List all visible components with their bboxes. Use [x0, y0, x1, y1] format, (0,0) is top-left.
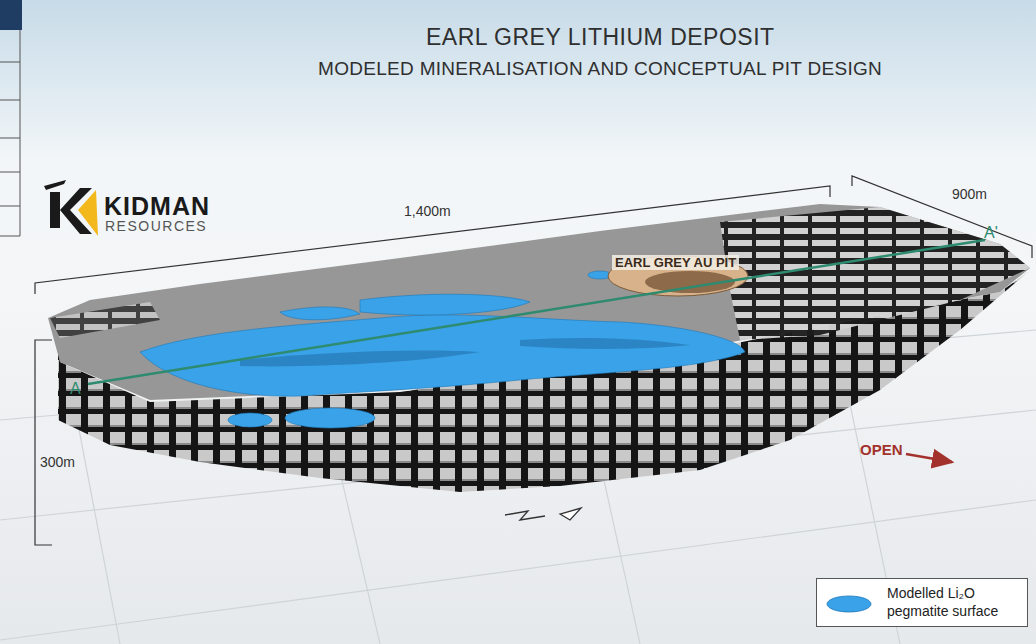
- legend-box: Modelled Li₂O pegmatite surface: [816, 578, 1028, 627]
- subtitle: MODELED MINERALISATION AND CONCEPTUAL PI…: [318, 58, 882, 80]
- pit-label: EARL GREY AU PIT: [612, 255, 739, 270]
- section-end: A': [984, 224, 998, 242]
- legend-row: Modelled Li₂O pegmatite surface: [825, 585, 1019, 620]
- depth-dimension: 300m: [40, 454, 75, 470]
- width-dimension: 900m: [952, 186, 987, 202]
- company-name: KIDMAN: [104, 192, 210, 221]
- section-end: A: [70, 380, 81, 398]
- diagram-title: EARL GREY LITHIUM DEPOSIT: [426, 24, 775, 51]
- length-dimension: 1,400m: [404, 203, 451, 219]
- open-label: OPEN: [860, 441, 903, 458]
- legend-text: Modelled Li₂O pegmatite surface: [887, 585, 1019, 620]
- legend-swatch: [825, 590, 877, 616]
- company-subname: RESOURCES: [105, 218, 207, 234]
